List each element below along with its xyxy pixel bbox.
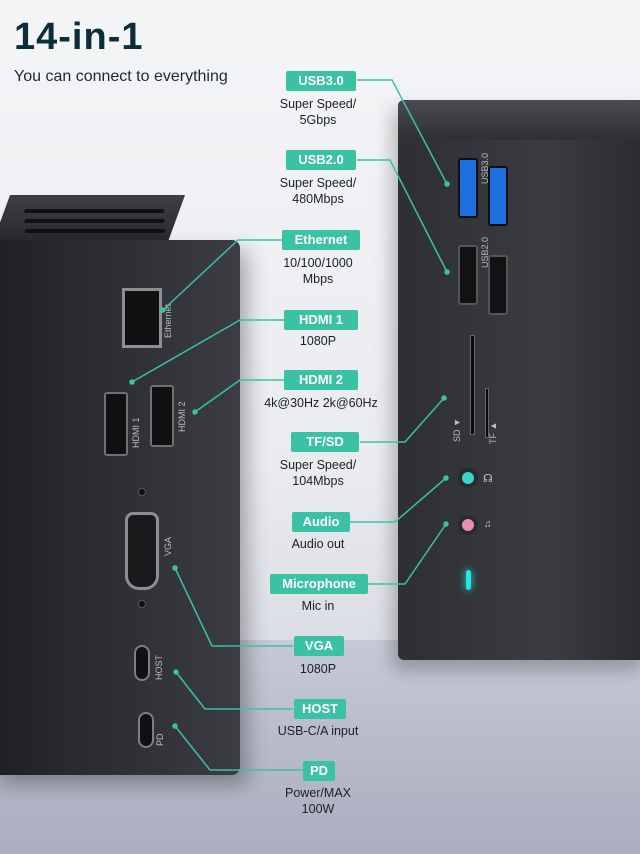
badge-hdmi2: HDMI 2 — [284, 370, 358, 390]
dot-pd — [172, 723, 178, 729]
dock-right-top — [398, 100, 640, 140]
badge-ethernet: Ethernet — [282, 230, 360, 250]
dock-right-body — [398, 100, 640, 660]
desc-host-line1: USB-C/A input — [277, 724, 359, 738]
usb2-port-2 — [488, 255, 508, 315]
line-usb3 — [357, 79, 448, 185]
vga-port — [125, 512, 159, 590]
microphone-jack — [458, 515, 478, 535]
line-tfsd — [360, 397, 445, 443]
tf-card-slot — [485, 388, 489, 438]
desc-usb2-line1: Super Speed/ — [279, 176, 357, 190]
usb2-port-1 — [458, 245, 478, 305]
badge-usb3: USB3.0 — [286, 71, 356, 91]
usb-c-host-port — [134, 645, 150, 681]
desc-pd-line1: Power/MAX — [285, 786, 351, 800]
usb-c-pd-port — [138, 712, 154, 748]
headphone-icon: ☊ — [483, 473, 493, 485]
line-vga — [174, 567, 293, 647]
vga-screw-bottom — [138, 600, 146, 608]
desc-hdmi1-line1: 1080P — [299, 334, 337, 348]
ethernet-port — [122, 288, 162, 348]
line-pd — [174, 725, 303, 771]
desc-tfsd-line2: 104Mbps — [292, 474, 344, 488]
desc-hdmi2-line1: 4k@30Hz 2k@60Hz — [264, 396, 378, 410]
badge-vga: VGA — [294, 636, 344, 656]
desc-vga-line1: 1080P — [299, 662, 337, 676]
audio-jack — [458, 468, 478, 488]
badge-audio: Audio — [292, 512, 350, 532]
desc-ethernet-line1: 10/100/1000 — [283, 256, 353, 270]
line-usb2 — [357, 159, 448, 273]
dot-tfsd — [441, 395, 447, 401]
dock-left-body — [0, 240, 240, 775]
badge-pd: PD — [303, 761, 335, 781]
line-host — [175, 671, 293, 710]
dot-hdmi2 — [192, 409, 198, 415]
dot-host — [173, 669, 179, 675]
badge-usb2: USB2.0 — [286, 150, 356, 170]
badge-hdmi1: HDMI 1 — [284, 310, 358, 330]
badge-tfsd: TF/SD — [291, 432, 359, 452]
microphone-icon: ♫ — [484, 519, 492, 530]
usb3-port-1 — [458, 158, 478, 218]
page-subtitle: You can connect to everything — [14, 68, 228, 85]
dot-microphone — [443, 521, 449, 527]
hdmi1-port — [104, 392, 128, 456]
desc-usb3-line1: Super Speed/ — [279, 97, 357, 111]
desc-microphone-line1: Mic in — [301, 599, 335, 613]
hdmi2-port — [150, 385, 174, 447]
desc-usb3-line2: 5Gbps — [299, 113, 337, 127]
vga-screw-top — [138, 488, 146, 496]
dot-audio — [443, 475, 449, 481]
dot-usb3 — [444, 181, 450, 187]
usb3-port-2 — [488, 166, 508, 226]
sd-card-slot — [470, 335, 475, 435]
badge-microphone: Microphone — [270, 574, 368, 594]
line-hdmi1 — [131, 319, 284, 383]
line-ethernet — [162, 239, 282, 311]
desc-pd-line2: 100W — [301, 802, 335, 816]
line-microphone — [368, 523, 447, 585]
desc-usb2-line2: 480Mbps — [292, 192, 344, 206]
dot-usb2 — [444, 269, 450, 275]
dot-hdmi1 — [129, 379, 135, 385]
desc-audio-line1: Audio out — [291, 537, 345, 551]
line-hdmi2 — [194, 379, 284, 413]
line-audio — [350, 477, 447, 523]
badge-host: HOST — [294, 699, 346, 719]
power-led — [466, 570, 471, 590]
desc-tfsd-line1: Super Speed/ — [279, 458, 357, 472]
desc-ethernet-line2: Mbps — [302, 272, 334, 286]
page-title: 14-in-1 — [14, 16, 144, 58]
dot-ethernet — [160, 307, 166, 313]
dot-vga — [172, 565, 178, 571]
